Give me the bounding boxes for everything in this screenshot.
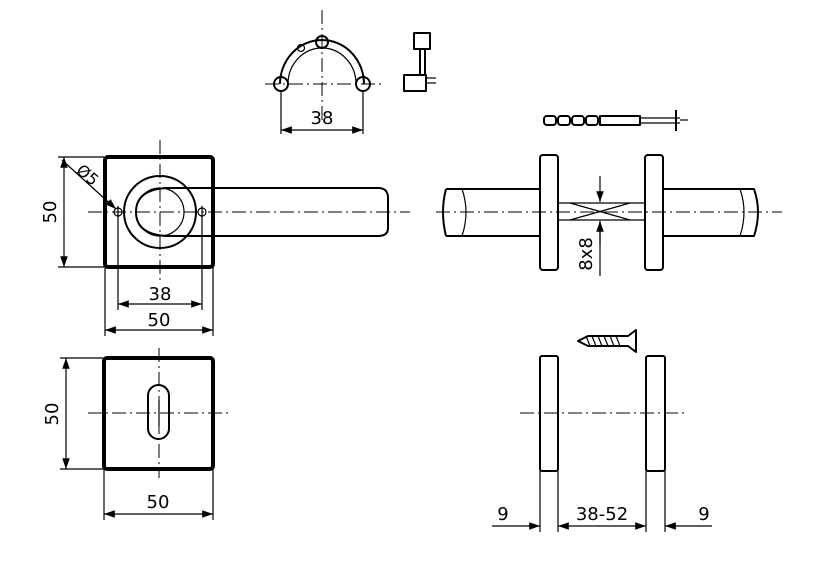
dim-door-thickness: 38-52 (576, 504, 628, 525)
dim-rose-height: 50 (40, 201, 61, 224)
dim-escutcheon-width: 50 (147, 492, 170, 513)
screw (577, 329, 637, 353)
fastening-arc-view: 38 (265, 10, 382, 134)
dim-escutcheon-height: 50 (42, 403, 63, 426)
dim-rose-diameter: Ø5 (73, 160, 103, 189)
clip-side-view (403, 32, 436, 92)
threaded-bolt (543, 110, 688, 131)
escutcheon-front-view: 50 50 (42, 348, 232, 520)
dim-spindle: 8x8 (576, 237, 597, 271)
lever-front-view: Ø5 50 38 50 (40, 140, 410, 336)
lever-side-view: 8x8 (436, 154, 782, 276)
dim-left-thickness: 9 (497, 504, 508, 525)
dim-rose-width: 50 (148, 310, 171, 331)
dim-handle-spacing: 38 (149, 284, 172, 305)
escutcheon-side-view: 9 38-52 9 (492, 355, 712, 532)
dim-top-width: 38 (311, 108, 334, 129)
dim-right-thickness: 9 (698, 504, 709, 525)
